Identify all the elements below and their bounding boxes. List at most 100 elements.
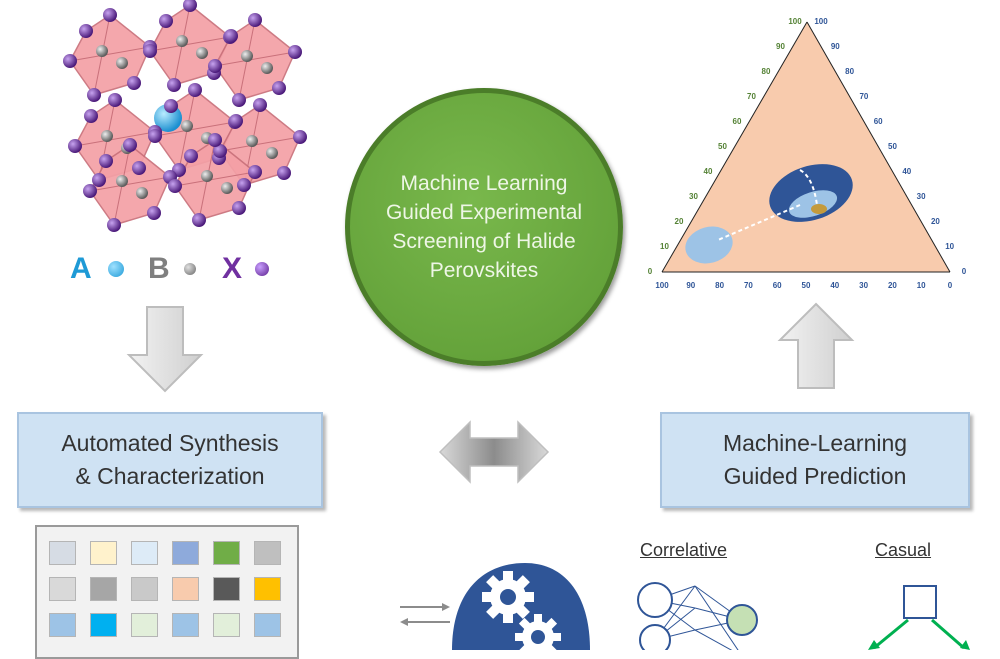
x-site-atom — [288, 45, 302, 59]
b-site-atom — [136, 187, 148, 199]
x-site-atom — [277, 166, 291, 180]
b-site-atom — [266, 147, 278, 159]
x-site-atom — [293, 130, 307, 144]
up-arrow-icon — [777, 302, 855, 389]
bottom-tick: 40 — [830, 281, 839, 290]
sample-swatch — [90, 541, 117, 565]
x-site-atom — [213, 144, 227, 158]
sample-swatch — [49, 613, 76, 637]
central-circle: Machine Learning Guided Experimental Scr… — [345, 88, 623, 366]
x-site-atom — [99, 154, 113, 168]
bottom-tick: 0 — [948, 281, 953, 290]
b-site-atom — [116, 175, 128, 187]
double-arrow-icon — [438, 420, 550, 484]
b-site-atom — [261, 62, 273, 74]
prediction-line-2: Guided Prediction — [723, 463, 907, 489]
left-tick: 20 — [675, 217, 684, 226]
x-site-atom — [123, 138, 137, 152]
left-tick: 0 — [648, 267, 653, 276]
right-tick: 60 — [874, 117, 883, 126]
octahedron-edge — [149, 36, 231, 52]
x-site-atom — [167, 78, 181, 92]
x-site-atom — [68, 139, 82, 153]
x-site-atom — [188, 83, 202, 97]
bottom-tick: 30 — [859, 281, 868, 290]
automated-synthesis-box: Automated Synthesis & Characterization — [17, 412, 323, 508]
sample-swatch — [172, 613, 199, 637]
bottom-tick: 80 — [715, 281, 724, 290]
circle-line-1: Machine Learning — [400, 172, 568, 195]
x-site-atom — [127, 76, 141, 90]
octahedron-edge — [154, 121, 236, 137]
octahedron-edge — [174, 171, 256, 187]
right-tick: 50 — [888, 142, 897, 151]
causal-label: Casual — [875, 540, 932, 560]
octahedron-edge — [89, 176, 171, 192]
circle-line-4: Perovskites — [429, 259, 539, 282]
sample-swatch — [49, 577, 76, 601]
b-site-atom — [241, 50, 253, 62]
x-site-atom — [108, 93, 122, 107]
bottom-tick: 100 — [655, 281, 669, 290]
left-tick: 40 — [704, 167, 713, 176]
synthesis-line-2: & Characterization — [75, 463, 265, 489]
sample-swatch — [90, 613, 117, 637]
bottom-tick: 70 — [744, 281, 753, 290]
x-site-atom — [229, 114, 243, 128]
causal-graph-icon — [868, 585, 970, 650]
left-tick: 50 — [718, 142, 727, 151]
x-site-atom — [143, 44, 157, 58]
correlative-label: Correlative — [640, 540, 728, 560]
legend-b-dot — [184, 263, 196, 275]
x-site-atom — [248, 13, 262, 27]
right-tick: 70 — [859, 92, 868, 101]
circle-line-2: Guided Experimental — [385, 201, 583, 224]
x-site-atom — [63, 54, 77, 68]
x-site-atom — [237, 178, 251, 192]
left-tick: 100 — [788, 17, 802, 26]
x-site-atom — [159, 14, 173, 28]
x-site-atom — [272, 81, 286, 95]
sample-swatch — [131, 577, 158, 601]
bottom-tick: 20 — [888, 281, 897, 290]
x-site-atom — [87, 88, 101, 102]
bottom-tick: 50 — [802, 281, 811, 290]
x-site-atom — [208, 59, 222, 73]
octahedron-edge — [69, 46, 151, 62]
b-site-atom — [221, 182, 233, 194]
sample-swatch — [213, 541, 240, 565]
b-site-atom — [96, 45, 108, 57]
right-tick: 100 — [814, 17, 828, 26]
octahedron-edge — [74, 131, 156, 147]
b-site-atom — [176, 35, 188, 47]
x-site-atom — [132, 161, 146, 175]
x-site-atom — [84, 109, 98, 123]
correlative-network-icon — [637, 582, 758, 650]
left-tick: 70 — [747, 92, 756, 101]
legend-a-dot — [108, 261, 124, 277]
sample-swatch — [131, 541, 158, 565]
sample-swatch — [213, 577, 240, 601]
left-tick: 30 — [689, 192, 698, 201]
octahedron-edge — [219, 136, 301, 152]
right-tick: 0 — [962, 267, 967, 276]
x-site-atom — [147, 206, 161, 220]
x-site-atom — [168, 179, 182, 193]
gears-brain-icon — [400, 563, 590, 650]
sample-swatch — [172, 577, 199, 601]
x-site-atom — [184, 149, 198, 163]
sample-swatch — [254, 613, 281, 637]
x-site-atom — [183, 0, 197, 12]
b-site-atom — [101, 130, 113, 142]
right-tick: 10 — [945, 242, 954, 251]
b-site-atom — [201, 170, 213, 182]
x-site-atom — [208, 133, 222, 147]
right-tick: 90 — [831, 42, 840, 51]
synthesis-line-1: Automated Synthesis — [61, 430, 279, 456]
right-tick: 30 — [917, 192, 926, 201]
x-site-atom — [148, 129, 162, 143]
down-arrow-icon — [126, 306, 204, 393]
x-site-atom — [232, 201, 246, 215]
left-tick: 80 — [762, 67, 771, 76]
b-site-atom — [181, 120, 193, 132]
